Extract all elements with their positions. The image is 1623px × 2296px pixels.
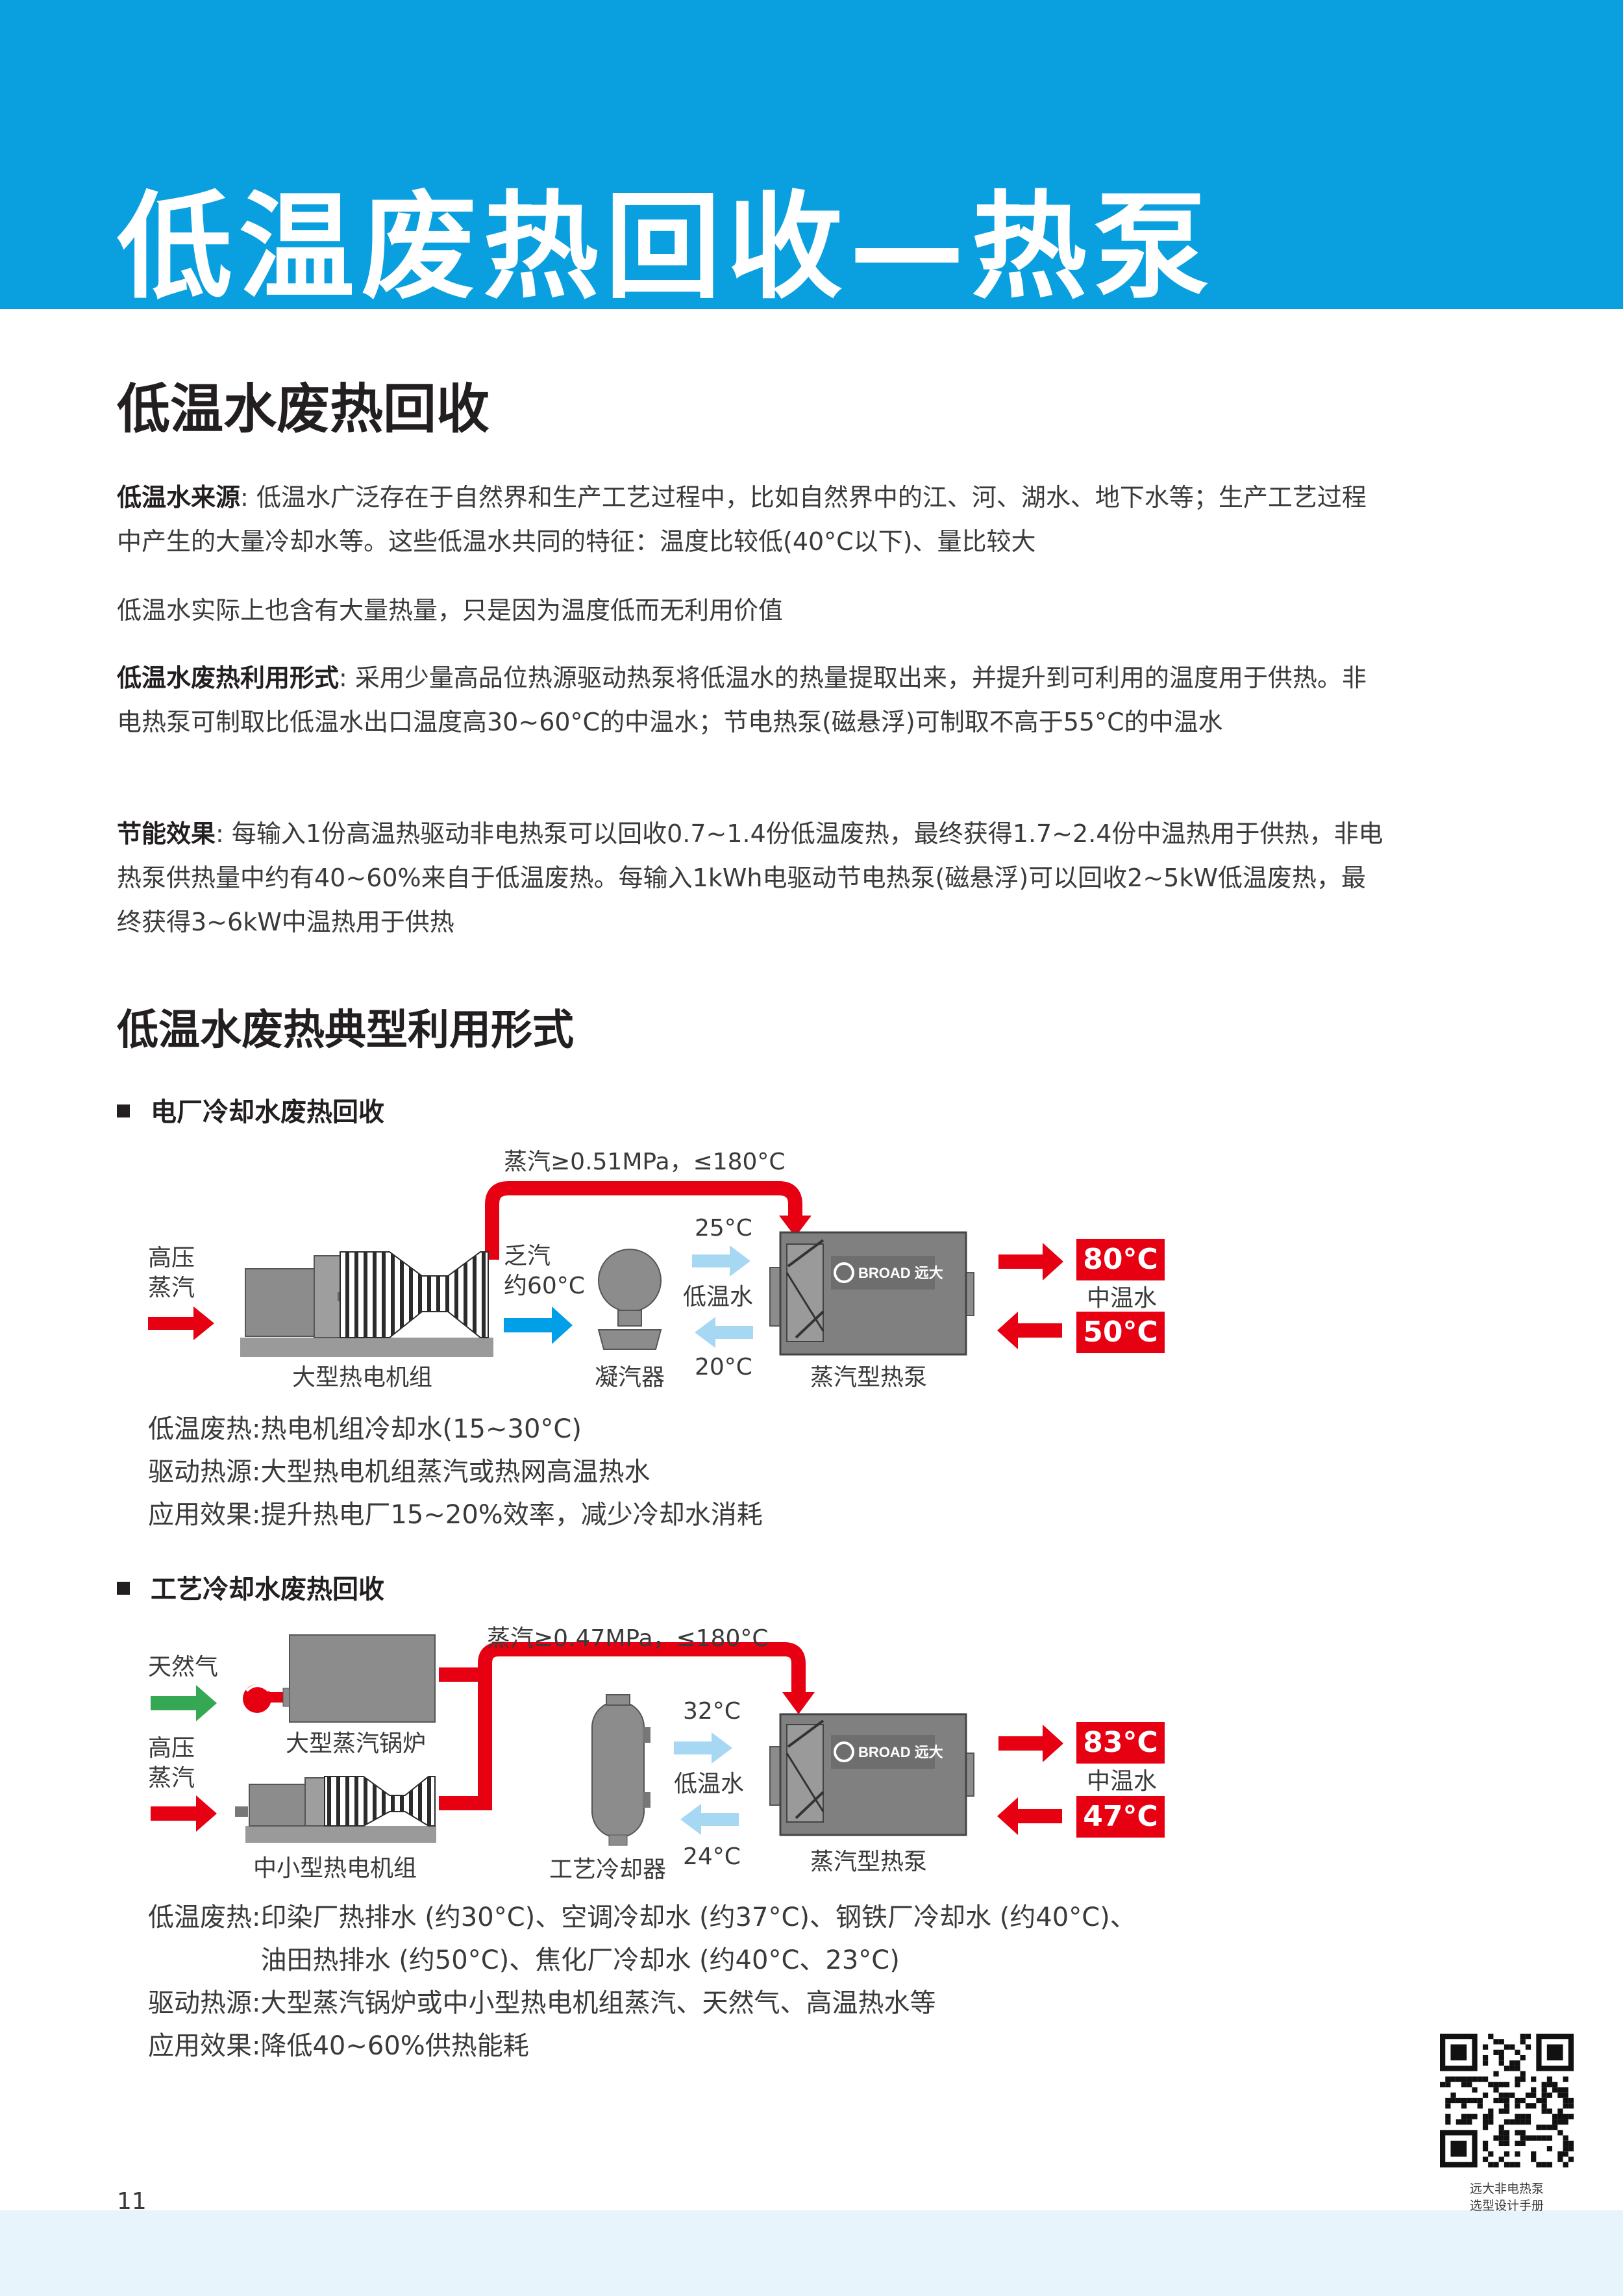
detail-value: 印染厂热排水 (约30°C)、空调冷却水 (约37°C)、钢铁厂冷却水 (约40…: [260, 1903, 1136, 1975]
detail-key: 低温废热:: [148, 1414, 261, 1444]
case1-hot-in-arrow: [997, 1312, 1062, 1349]
case2-hot-in-temp: 47°C: [1076, 1796, 1165, 1838]
case1-brand-logo: BROAD 远大: [858, 1265, 943, 1281]
case1-low-out-temp: 20°C: [695, 1354, 752, 1380]
case2-steam-label: 蒸汽≥0.47MPa，≤180°C: [487, 1625, 769, 1652]
condenser-label: 凝汽器: [595, 1364, 665, 1391]
case2-pump-label: 蒸汽型热泵: [810, 1849, 928, 1875]
case2-pipe-system: [439, 1642, 815, 1810]
case2-gas-arrow: [151, 1685, 217, 1721]
detail-key: 驱动热源:: [148, 1988, 261, 2018]
detail-key: 应用效果:: [148, 2031, 261, 2061]
qr-code-icon[interactable]: [1440, 2034, 1574, 2167]
case2-unit-label: 中小型热电机组: [253, 1855, 417, 1882]
case1-low-in-temp: 25°C: [695, 1215, 752, 1242]
case1-details: 低温废热: 热电机组冷却水(15~30°C) 驱动热源: 大型热电机组蒸汽或热网…: [148, 1408, 763, 1536]
case2-gas-label: 天然气: [148, 1654, 219, 1680]
condenser-icon: [597, 1249, 662, 1350]
case2-hp-steam-arrow: [151, 1795, 217, 1832]
paragraph-source: 低温水来源: 低温水广泛存在于自然界和生产工艺过程中，比如自然界中的江、河、湖水…: [117, 475, 1389, 564]
case2-title-text: 工艺冷却水废热回收: [151, 1575, 384, 1604]
paragraph-energy-saving-label: 节能效果: [117, 819, 216, 848]
detail-value: 热电机组冷却水(15~30°C): [260, 1414, 582, 1444]
case2-hp-steam-label: 高压 蒸汽: [148, 1735, 195, 1791]
case2-low-water-out-arrow: [680, 1804, 739, 1835]
case2-detail-row: 应用效果: 降低40~60%供热能耗: [148, 2025, 1136, 2067]
process-cooler-icon: [591, 1694, 650, 1846]
case1-mid-water-label: 中温水: [1087, 1285, 1158, 1312]
section-title-waste-heat: 低温水废热回收: [117, 379, 490, 440]
case1-steam-arrowhead: [779, 1216, 812, 1237]
paragraph-source-label: 低温水来源: [117, 483, 241, 512]
case1-hot-out-arrow: [998, 1243, 1063, 1280]
case1-unit-label: 大型热电机组: [292, 1364, 433, 1391]
paragraph-heat-content: 低温水实际上也含有大量热量，只是因为温度低而无利用价值: [117, 588, 1389, 632]
case1-hp-steam-arrow: [148, 1306, 214, 1340]
case2-low-out-temp: 24°C: [683, 1843, 741, 1870]
case2-hot-in-arrow: [997, 1797, 1062, 1835]
page-number: 11: [117, 2188, 147, 2215]
case1-hot-out-temp: 80°C: [1076, 1239, 1165, 1280]
case2-low-in-temp: 32°C: [683, 1698, 741, 1725]
case1-steam-label: 蒸汽≥0.51MPa，≤180°C: [504, 1149, 786, 1175]
case1-detail-row: 驱动热源: 大型热电机组蒸汽或热网高温热水: [148, 1451, 763, 1493]
paragraph-energy-saving: 节能效果: 每输入1份高温热驱动非电热泵可以回收0.7~1.4份低温废热，最终获…: [117, 812, 1389, 944]
case1-heat-pump: BROAD 远大: [769, 1231, 974, 1356]
bullet-square-icon: [117, 1104, 130, 1117]
detail-value: 大型热电机组蒸汽或热网高温热水: [260, 1457, 650, 1487]
case1-exhaust-arrow: [504, 1306, 573, 1344]
detail-value: 大型蒸汽锅炉或中小型热电机组蒸汽、天然气、高温热水等: [260, 1988, 936, 2018]
qr-caption: 远大非电热泵 选型设计手册: [1469, 2182, 1544, 2213]
case2-mid-water-label: 中温水: [1087, 1768, 1158, 1795]
case2-hot-out-temp: 83°C: [1076, 1722, 1165, 1764]
case2-turbine-unit: [235, 1776, 436, 1843]
case2-hot-out-arrow: [998, 1725, 1063, 1762]
case2-low-water-in-arrow: [674, 1732, 732, 1764]
paragraph-utilization-label: 低温水废热利用形式: [117, 664, 340, 692]
detail-value: 提升热电厂15~20%效率，减少冷却水消耗: [260, 1500, 763, 1530]
case2-title: 工艺冷却水废热回收: [117, 1577, 384, 1603]
case1-pump-label: 蒸汽型热泵: [810, 1364, 928, 1391]
footer-band: [0, 2210, 1623, 2296]
detail-key: 低温废热:: [148, 1903, 261, 1932]
case1-hot-in-temp: 50°C: [1076, 1312, 1165, 1353]
detail-key: 应用效果:: [148, 1500, 261, 1530]
paragraph-source-text: : 低温水广泛存在于自然界和生产工艺过程中，比如自然界中的江、河、湖水、地下水等…: [117, 483, 1367, 556]
section-title-typical-forms: 低温水废热典型利用形式: [117, 1006, 574, 1054]
case2-detail-row: 驱动热源: 大型蒸汽锅炉或中小型热电机组蒸汽、天然气、高温热水等: [148, 1982, 1136, 2025]
case1-hp-steam-label: 高压 蒸汽: [148, 1245, 195, 1301]
case2-heat-pump: BROAD 远大: [769, 1713, 974, 1836]
page-title: 低温废热回收—热泵: [117, 180, 1215, 314]
process-cooler-label: 工艺冷却器: [549, 1856, 667, 1883]
case1-low-water-out-arrow: [695, 1317, 753, 1348]
paragraph-utilization: 低温水废热利用形式: 采用少量高品位热源驱动热泵将低温水的热量提取出来，并提升到…: [117, 656, 1389, 744]
paragraph-energy-saving-text: : 每输入1份高温热驱动非电热泵可以回收0.7~1.4份低温废热，最终获得1.7…: [117, 819, 1383, 936]
case1-exhaust-label: 乏汽 约60°C: [504, 1243, 585, 1299]
header-banner: [0, 0, 1623, 309]
paragraph-utilization-text: : 采用少量高品位热源驱动热泵将低温水的热量提取出来，并提升到可利用的温度用于供…: [117, 664, 1367, 736]
case1-title-text: 电厂冷却水废热回收: [151, 1097, 384, 1127]
bullet-square-icon: [117, 1582, 130, 1595]
case1-low-water-in-arrow: [692, 1245, 750, 1277]
case1-title: 电厂冷却水废热回收: [117, 1099, 384, 1125]
case1-turbine-unit: [240, 1251, 493, 1357]
case2-detail-row: 低温废热: 印染厂热排水 (约30°C)、空调冷却水 (约37°C)、钢铁厂冷却…: [148, 1896, 1136, 1982]
case1-steam-pipe: [485, 1181, 802, 1260]
boiler-label: 大型蒸汽锅炉: [286, 1730, 427, 1757]
detail-key: 驱动热源:: [148, 1457, 261, 1487]
detail-value: 降低40~60%供热能耗: [260, 2031, 529, 2061]
case2-brand-logo: BROAD 远大: [858, 1744, 943, 1760]
case1-low-water-label: 低温水: [683, 1284, 754, 1310]
paragraph-heat-content-text: 低温水实际上也含有大量热量，只是因为温度低而无利用价值: [117, 596, 784, 625]
steam-boiler-icon: [243, 1634, 436, 1723]
case2-details: 低温废热: 印染厂热排水 (约30°C)、空调冷却水 (约37°C)、钢铁厂冷却…: [148, 1896, 1136, 2067]
case1-detail-row: 低温废热: 热电机组冷却水(15~30°C): [148, 1408, 763, 1451]
case1-detail-row: 应用效果: 提升热电厂15~20%效率，减少冷却水消耗: [148, 1493, 763, 1536]
case2-low-water-label: 低温水: [674, 1771, 745, 1797]
